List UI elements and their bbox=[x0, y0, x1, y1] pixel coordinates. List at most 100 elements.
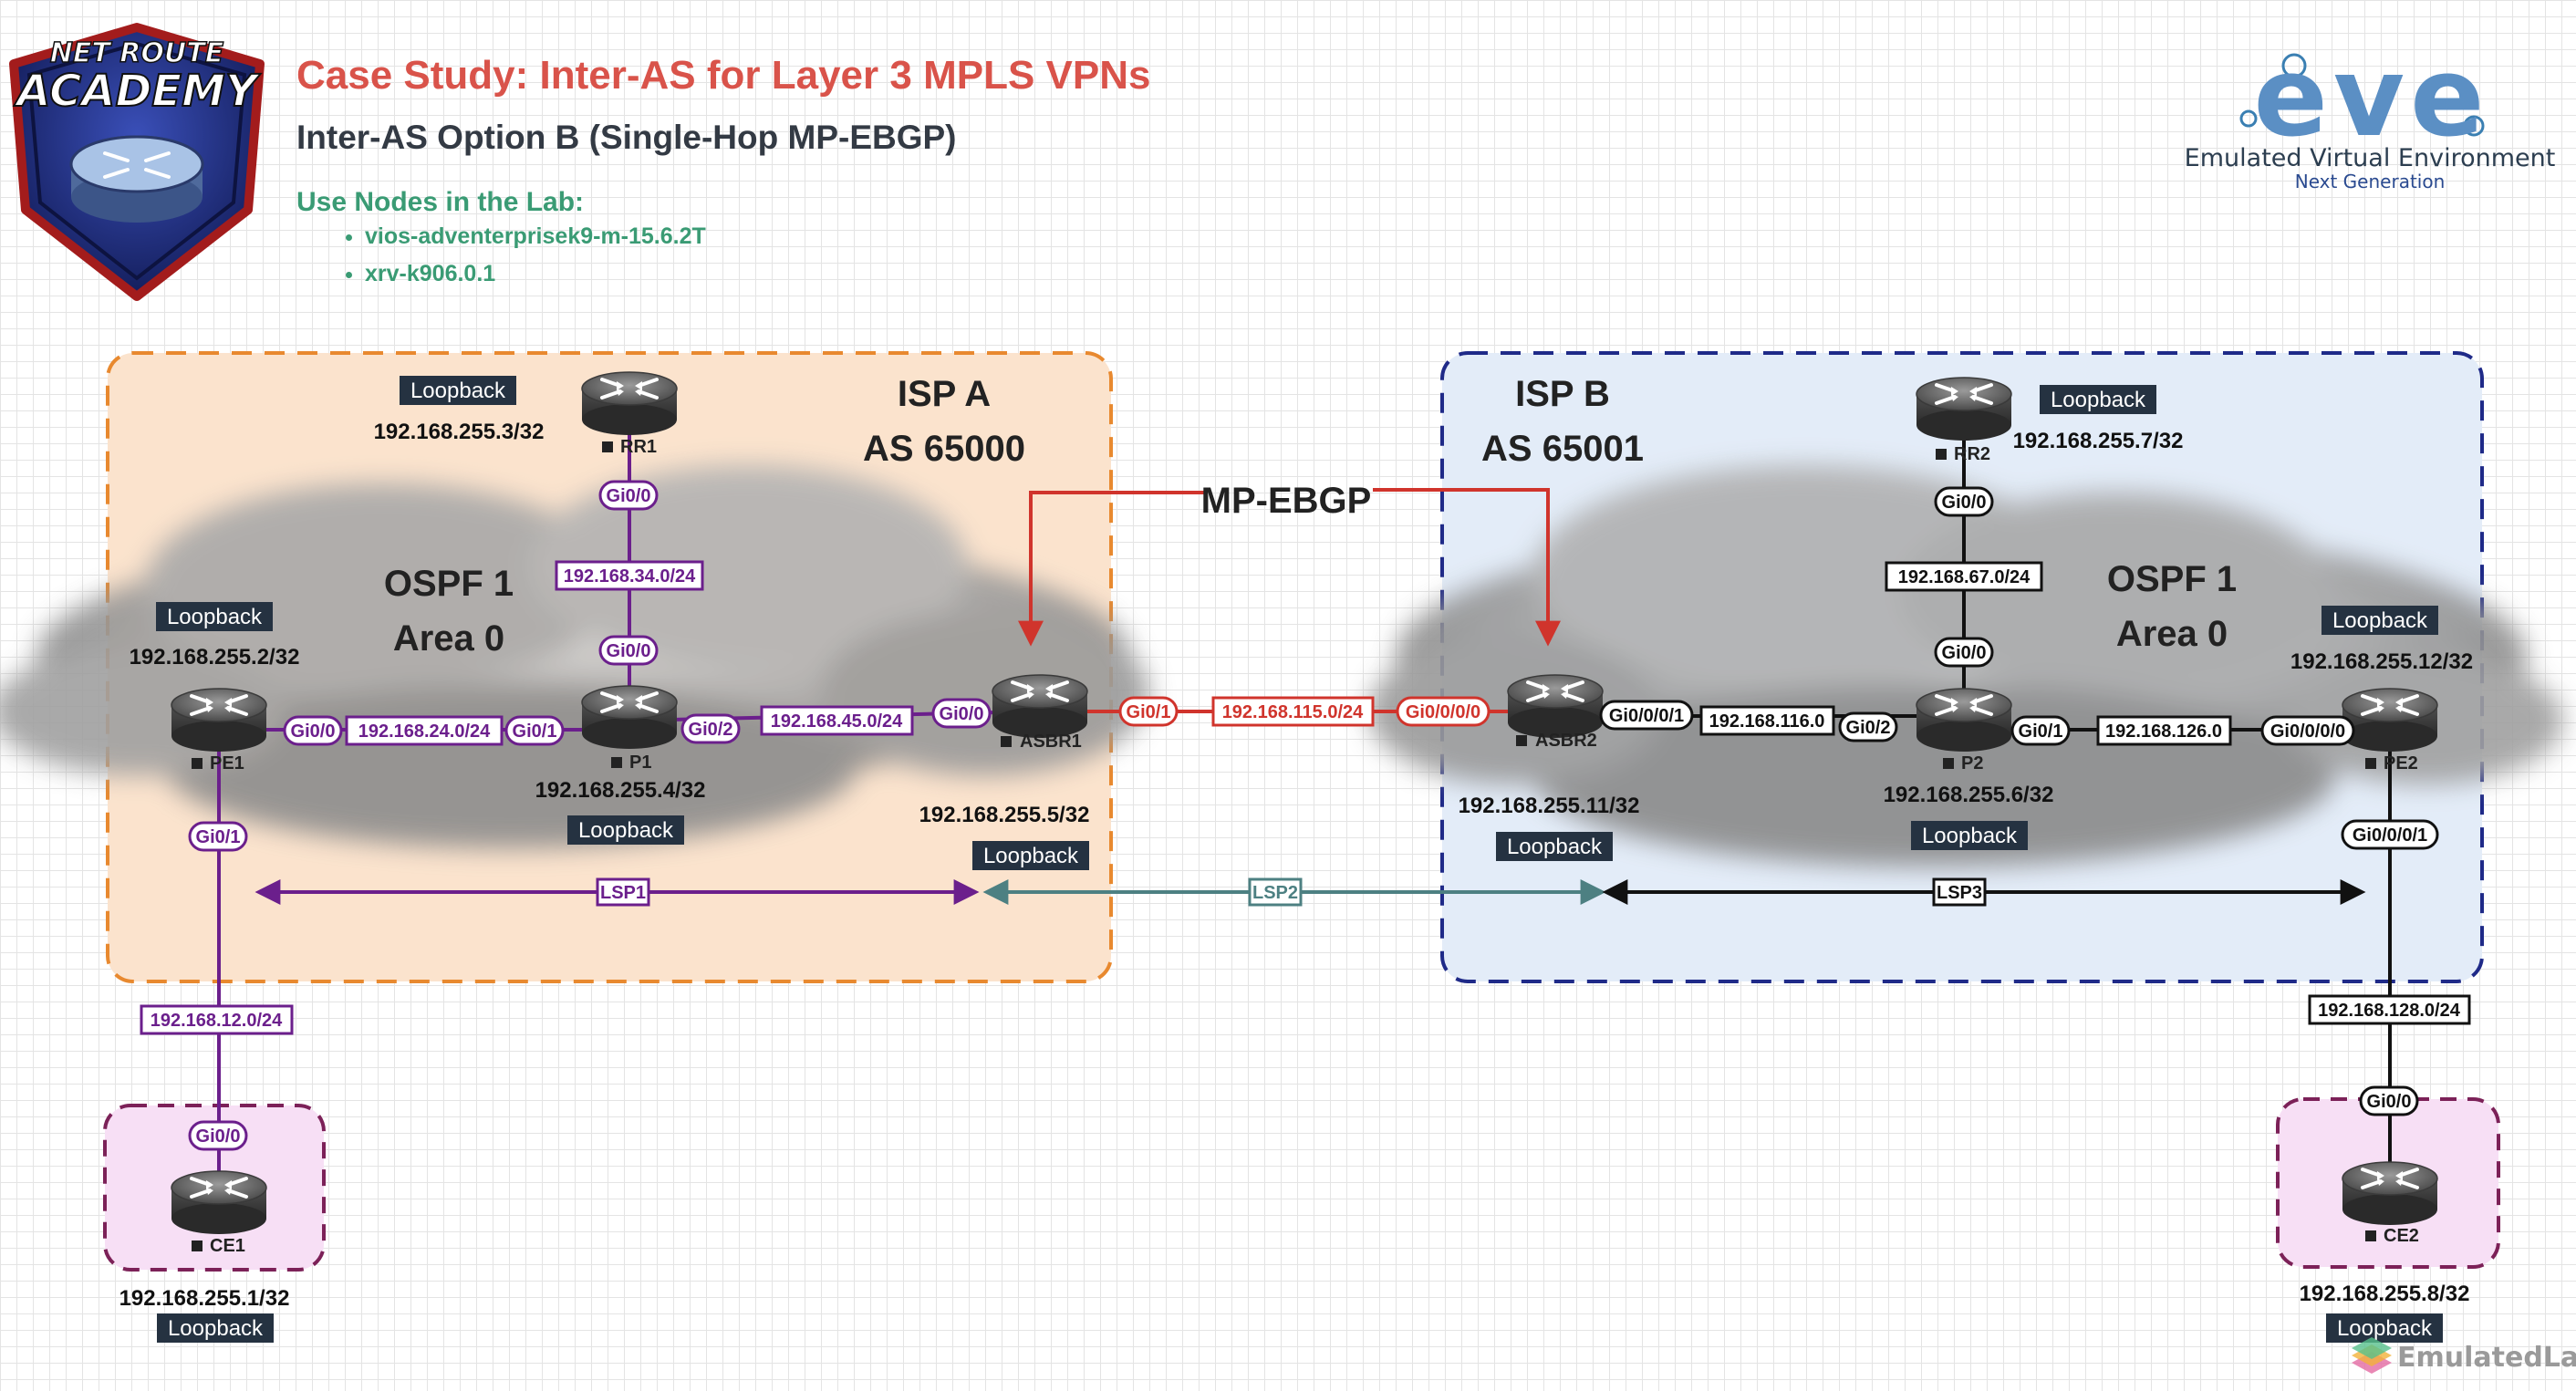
lsp3-label: LSP3 bbox=[1937, 883, 1982, 903]
nodes-heading: Use Nodes in the Lab: bbox=[296, 187, 585, 217]
isp-a-area: Area 0 bbox=[393, 618, 504, 659]
asbr2-loopback-address: 192.168.255.11/32 bbox=[1459, 794, 1640, 818]
router-pe2[interactable]: PE2 bbox=[2341, 687, 2439, 773]
router-p2[interactable]: P2 bbox=[1915, 687, 2013, 773]
asbr2-gi0-0-0-0-interface: Gi0/0/0/0 bbox=[1406, 702, 1480, 722]
lsp1-label: LSP1 bbox=[600, 883, 646, 903]
isp-a-labels: Gi0/0 192.168.34.0/24 Gi0/0 Gi0/0 192.16… bbox=[140, 480, 992, 1151]
page-title: Case Study: Inter-AS for Layer 3 MPLS VP… bbox=[296, 53, 1151, 98]
lsp2-label: LSP2 bbox=[1252, 883, 1298, 903]
mp-ebgp-right-arrow bbox=[1373, 488, 1561, 647]
ce2-gi0-0-interface: Gi0/0 bbox=[2367, 1092, 2412, 1112]
mp-ebgp-label: MP-EBGP bbox=[1201, 481, 1372, 521]
academy-logo-line2: ACADEMY bbox=[13, 66, 260, 117]
p1-gi0-1-interface: Gi0/1 bbox=[513, 721, 557, 742]
p1-loopback-tag: Loopback bbox=[578, 818, 674, 843]
asbr1-gi0-1-interface: Gi0/1 bbox=[1127, 702, 1171, 722]
pe2-gi0-0-0-1-interface: Gi0/0/0/1 bbox=[2353, 825, 2427, 846]
ce2-loopback-tag: Loopback bbox=[2337, 1316, 2433, 1341]
node-image-item: vios-adventerprisek9-m-15.6.2T bbox=[365, 223, 706, 250]
subnet-pe1-ce1: 192.168.12.0/24 bbox=[151, 1011, 283, 1031]
lsp-labels: LSP1 LSP2 LSP3 bbox=[596, 877, 1987, 907]
pe2-gi0-0-0-0-interface: Gi0/0/0/0 bbox=[2270, 721, 2345, 742]
subnet-rr2-p2: 192.168.67.0/24 bbox=[1898, 567, 2031, 587]
p1-gi0-2-interface: Gi0/2 bbox=[689, 720, 733, 740]
router-asbr2[interactable]: ASBR2 bbox=[1506, 673, 1605, 751]
eve-logo-tagline: Emulated Virtual Environment bbox=[2185, 144, 2556, 172]
isp-b-as: AS 65001 bbox=[1481, 429, 1644, 469]
subnet-rr1-p1: 192.168.34.0/24 bbox=[564, 566, 696, 587]
subnet-asbr2-p2: 192.168.116.0 bbox=[1709, 711, 1825, 732]
subnet-asbr1-asbr2: 192.168.115.0/24 bbox=[1222, 702, 1364, 722]
router-pe1-label: PE1 bbox=[210, 753, 244, 773]
isp-b-area: Area 0 bbox=[2116, 614, 2228, 654]
p2-gi0-0-interface: Gi0/0 bbox=[1942, 643, 1987, 663]
subnet-p2-pe2: 192.168.126.0 bbox=[2105, 721, 2222, 742]
asbr1-gi0-0-interface: Gi0/0 bbox=[940, 704, 984, 724]
router-pe2-label: PE2 bbox=[2384, 753, 2418, 773]
rr2-loopback-tag: Loopback bbox=[2051, 388, 2146, 412]
p2-gi0-2-interface: Gi0/2 bbox=[1846, 718, 1891, 738]
router-asbr1[interactable]: ASBR1 bbox=[991, 673, 1089, 752]
asbr1-loopback-address: 192.168.255.5/32 bbox=[919, 803, 1090, 827]
rr1-gi0-0-interface: Gi0/0 bbox=[607, 486, 651, 506]
isp-b-name: ISP B bbox=[1515, 374, 1610, 414]
router-p1-label: P1 bbox=[629, 753, 651, 773]
router-ce1[interactable]: CE1 bbox=[170, 1169, 268, 1256]
router-ce2[interactable]: CE2 bbox=[2341, 1160, 2439, 1246]
academy-logo: NET ROUTE ACADEMY bbox=[9, 23, 265, 301]
pe1-loopback-address: 192.168.255.2/32 bbox=[130, 645, 300, 670]
asbr2-loopback-tag: Loopback bbox=[1507, 835, 1603, 859]
ce1-gi0-0-interface: Gi0/0 bbox=[196, 1126, 241, 1147]
router-pe1[interactable]: PE1 bbox=[170, 687, 268, 773]
pe2-loopback-address: 192.168.255.12/32 bbox=[2290, 649, 2473, 674]
subnet-pe2-ce2: 192.168.128.0/24 bbox=[2318, 1001, 2461, 1021]
router-rr2[interactable]: RR2 bbox=[1915, 376, 2013, 464]
router-asbr1-label: ASBR1 bbox=[1020, 732, 1082, 752]
zone-text: ISP A AS 65000 OSPF 1 Area 0 ISP B AS 65… bbox=[384, 374, 2237, 659]
router-asbr2-label: ASBR2 bbox=[1535, 731, 1597, 751]
emulatedlab-watermark-text: EmulatedLab bbox=[2397, 1342, 2576, 1374]
node-image-item: xrv-k906.0.1 bbox=[365, 261, 706, 287]
loopback-labels: Loopback 192.168.255.3/32 Loopback 192.1… bbox=[119, 376, 2473, 1343]
pe1-gi0-1-interface: Gi0/1 bbox=[196, 827, 241, 847]
interas-labels: Gi0/1 192.168.115.0/24 Gi0/0/0/0 bbox=[1118, 696, 1491, 727]
page-subtitle: Inter-AS Option B (Single-Hop MP-EBGP) bbox=[296, 119, 957, 156]
isp-b-igp: OSPF 1 bbox=[2107, 559, 2237, 599]
subnet-p1-asbr1: 192.168.45.0/24 bbox=[771, 711, 903, 732]
subnet-pe1-p1: 192.168.24.0/24 bbox=[358, 721, 491, 742]
asbr1-loopback-tag: Loopback bbox=[983, 844, 1079, 868]
eve-logo: eve Emulated Virtual Environment Next Ge… bbox=[2185, 35, 2556, 192]
academy-logo-line1: NET ROUTE bbox=[50, 37, 224, 69]
p1-gi0-0-interface: Gi0/0 bbox=[607, 641, 651, 661]
router-p2-label: P2 bbox=[1961, 753, 1983, 773]
asbr2-gi0-0-0-1-interface: Gi0/0/0/1 bbox=[1609, 706, 1684, 726]
eve-logo-tagline2: Next Generation bbox=[2295, 171, 2446, 192]
rr2-gi0-0-interface: Gi0/0 bbox=[1942, 493, 1987, 513]
pe2-loopback-tag: Loopback bbox=[2332, 608, 2428, 633]
router-p1[interactable]: P1 bbox=[580, 684, 679, 773]
p1-loopback-address: 192.168.255.4/32 bbox=[535, 778, 706, 803]
isp-b-labels: Gi0/0/0/1 192.168.116.0 Gi0/2 Gi0/0 192.… bbox=[1599, 486, 2471, 1116]
pe1-loopback-tag: Loopback bbox=[167, 605, 263, 629]
rr1-loopback-tag: Loopback bbox=[410, 379, 506, 403]
mp-ebgp-session: MP-EBGP bbox=[1018, 481, 1561, 647]
ce2-loopback-address: 192.168.255.8/32 bbox=[2300, 1282, 2470, 1306]
rr1-loopback-address: 192.168.255.3/32 bbox=[374, 420, 545, 444]
emulatedlab-watermark: EmulatedLab bbox=[2352, 1337, 2576, 1374]
p2-loopback-tag: Loopback bbox=[1922, 824, 2018, 848]
eve-logo-wordmark: eve bbox=[2254, 35, 2490, 161]
rr2-loopback-address: 192.168.255.7/32 bbox=[2013, 429, 2184, 453]
isp-a-as: AS 65000 bbox=[863, 429, 1025, 469]
router-rr1-label: RR1 bbox=[620, 437, 657, 457]
router-rr2-label: RR2 bbox=[1954, 444, 1990, 464]
ce1-loopback-address: 192.168.255.1/32 bbox=[119, 1286, 290, 1311]
ce1-loopback-tag: Loopback bbox=[168, 1316, 264, 1341]
p2-gi0-1-interface: Gi0/1 bbox=[2019, 721, 2063, 742]
nodes-list: vios-adventerprisek9-m-15.6.2T xrv-k906.… bbox=[338, 223, 706, 298]
pe1-gi0-0-interface: Gi0/0 bbox=[291, 721, 336, 742]
p2-loopback-address: 192.168.255.6/32 bbox=[1884, 783, 2054, 807]
mp-ebgp-left-arrow bbox=[1018, 491, 1204, 647]
router-rr1[interactable]: RR1 bbox=[580, 370, 679, 457]
